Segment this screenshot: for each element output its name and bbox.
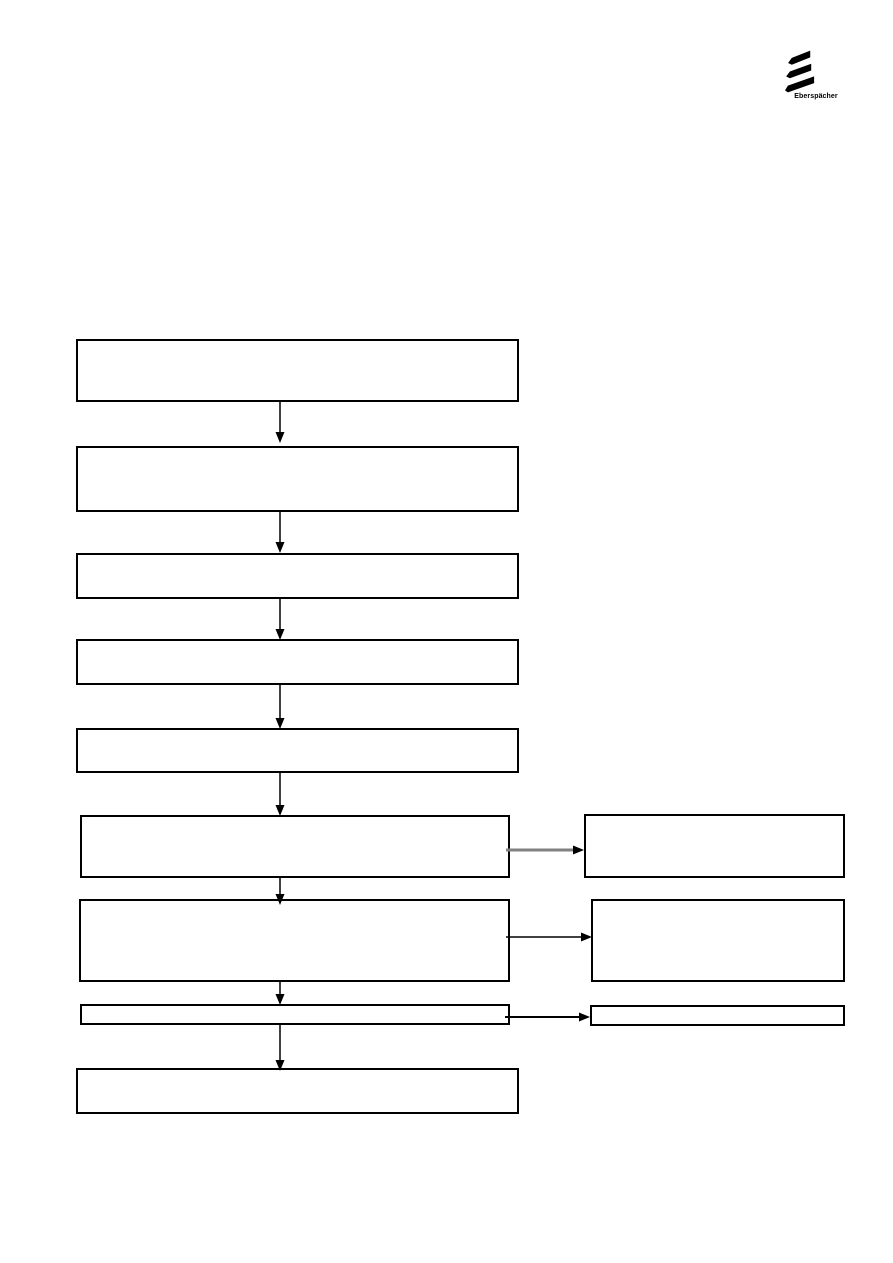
flow-box-9	[76, 1068, 519, 1114]
flow-box-8	[80, 1004, 510, 1025]
eberspaecher-logo-icon	[785, 50, 815, 93]
side-box-1	[584, 814, 845, 878]
flow-box-2	[76, 446, 519, 512]
side-box-3	[590, 1005, 845, 1026]
arrowhead-flow-box-8-to-side-box-3	[579, 1012, 590, 1022]
flow-box-7	[79, 899, 510, 982]
flow-box-1	[76, 339, 519, 402]
arrowhead-flow-box-6-to-side-box-1	[573, 845, 584, 855]
flow-box-4	[76, 639, 519, 685]
arrowhead-flow-box-2-to-flow-box-3	[275, 542, 285, 553]
flow-box-3	[76, 553, 519, 599]
arrowhead-flow-box-1-to-flow-box-2	[275, 432, 285, 443]
flow-box-6	[80, 815, 510, 878]
eberspaecher-logo: Eberspächer	[785, 48, 847, 106]
side-box-2	[591, 899, 845, 982]
flow-box-5	[76, 728, 519, 773]
eberspaecher-brand-text: Eberspächer	[794, 93, 838, 100]
